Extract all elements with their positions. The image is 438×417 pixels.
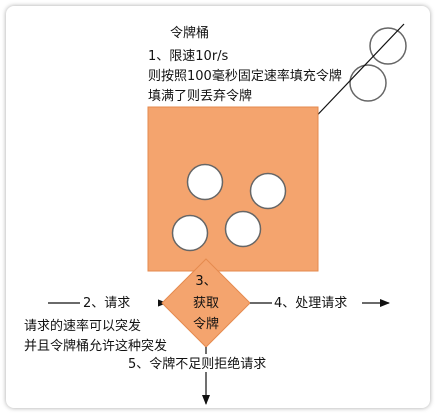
incoming-token-2 — [349, 64, 387, 102]
bucket-title: 令牌桶 — [170, 25, 209, 41]
step2-note-2: 并且令牌桶允许这种突发 — [24, 338, 167, 354]
bucket-line-2: 则按照100毫秒固定速率填充令牌 — [148, 68, 342, 84]
step2-label: 2、请求 — [83, 296, 130, 311]
token-bucket — [147, 106, 319, 272]
step4-label: 4、处理请求 — [274, 296, 347, 311]
bucket-token-3 — [171, 214, 209, 252]
bucket-line-3: 填满了则丢弃令牌 — [148, 88, 252, 104]
refill-arrow — [305, 23, 405, 128]
bucket-token-1 — [186, 163, 224, 201]
step3-line-3: 令牌 — [193, 316, 219, 332]
bucket-token-2 — [249, 172, 287, 210]
bucket-tokens — [171, 163, 287, 252]
bucket-line-1: 1、限速10r/s — [148, 49, 229, 64]
step3-line-1: 3、 — [195, 274, 216, 289]
bucket-token-4 — [224, 210, 262, 248]
incoming-token-1 — [369, 27, 407, 65]
diagram-frame: 令牌桶 1、限速10r/s 则按照100毫秒固定速率填充令牌 填满了则丢弃令牌 … — [6, 6, 430, 408]
token-bucket-diagram: 令牌桶 1、限速10r/s 则按照100毫秒固定速率填充令牌 填满了则丢弃令牌 … — [24, 23, 407, 405]
step3-line-2: 获取 — [193, 296, 219, 311]
step5-label: 5、令牌不足则拒绝请求 — [128, 356, 266, 372]
step2-note-1: 请求的速率可以突发 — [24, 318, 141, 334]
